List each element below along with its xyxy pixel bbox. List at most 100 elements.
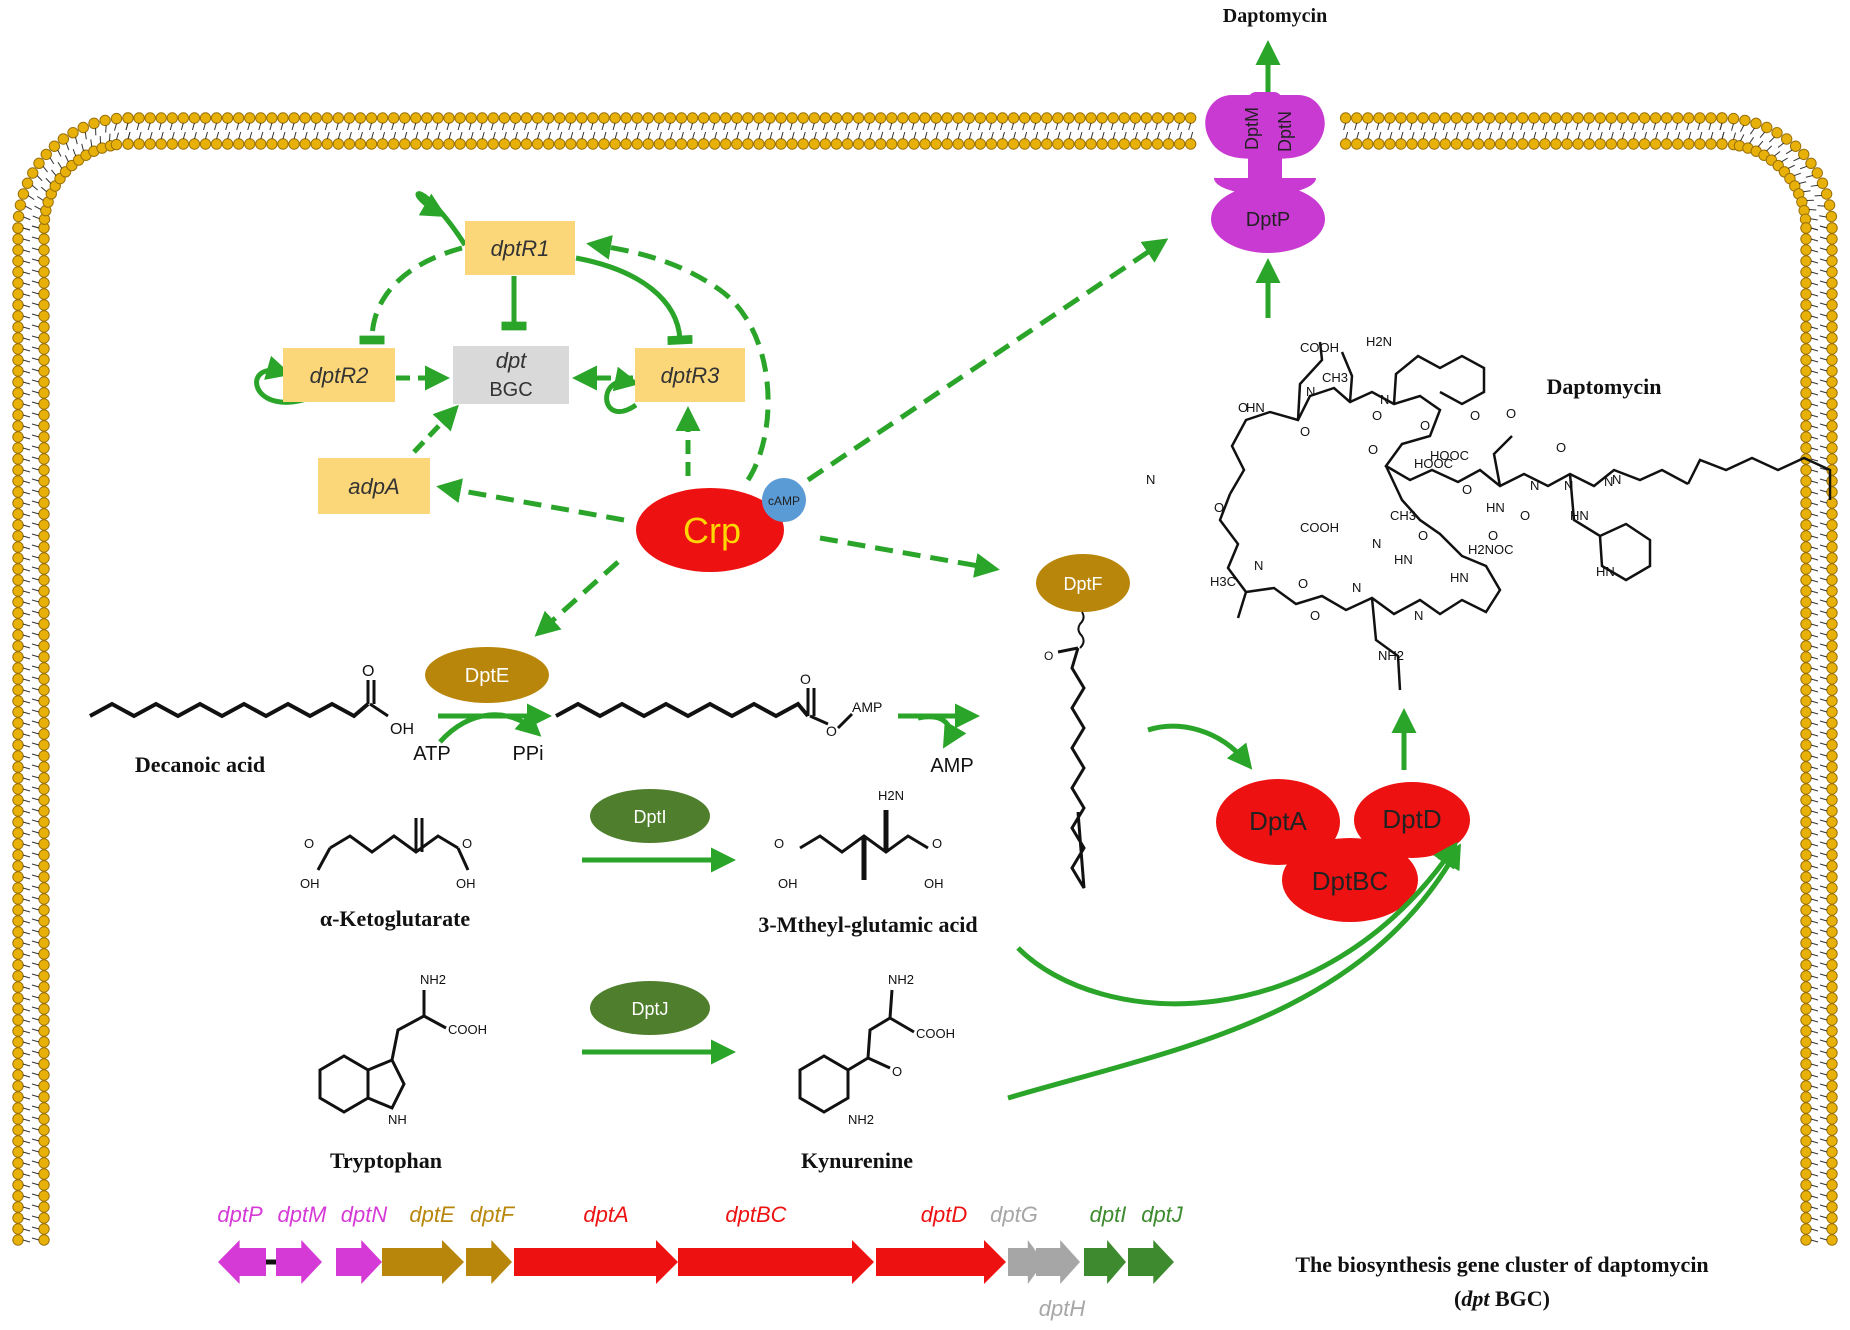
dapto-atom-label: O bbox=[1420, 418, 1430, 433]
dapto-atom-label: H3C bbox=[1210, 574, 1236, 589]
bgc-line2: BGC bbox=[489, 379, 532, 401]
dapto-atom-label: N bbox=[1380, 392, 1389, 407]
gene-arrow-dptE bbox=[382, 1240, 464, 1284]
dptE-label: DptE bbox=[465, 665, 509, 687]
gene-label-dptP: dptP bbox=[217, 1202, 263, 1227]
dptR1-to-dptR3-repress bbox=[575, 255, 693, 346]
dapto-atom-label: O bbox=[1238, 400, 1248, 415]
dapto-atom-label: N bbox=[1530, 478, 1539, 493]
dapto-atom-label: HOOC bbox=[1430, 448, 1469, 463]
trp-nh: NH bbox=[388, 1112, 407, 1127]
mg-o1: O bbox=[774, 836, 784, 851]
dptF-loaded: DptF O bbox=[1036, 554, 1130, 889]
dptBC-label: DptBC bbox=[1312, 866, 1389, 896]
gene-arrow-dptA bbox=[514, 1240, 678, 1284]
transporter-channel bbox=[1248, 92, 1282, 196]
kyn-cooh: COOH bbox=[916, 1026, 955, 1041]
kynurenine-label: Kynurenine bbox=[801, 1148, 913, 1173]
dptR2-box bbox=[283, 348, 395, 402]
dapto-atom-label: O bbox=[1372, 408, 1382, 423]
dptF-acyl-chain bbox=[1070, 647, 1086, 889]
dptR3-label: dptR3 bbox=[661, 363, 720, 388]
mg-o2: O bbox=[932, 836, 942, 851]
dapto-atom-label: O bbox=[1300, 424, 1310, 439]
gene-arrow-dptF bbox=[466, 1240, 512, 1284]
dapto-backbone-bottom bbox=[1218, 465, 1502, 616]
gene-arrow-dptI bbox=[1084, 1240, 1126, 1284]
gene-label-dptD: dptD bbox=[921, 1202, 968, 1227]
dptF-acyl-o: O bbox=[1044, 649, 1053, 663]
dptF-to-nrps-arrow bbox=[1147, 723, 1253, 770]
dapto-backbone-top bbox=[1228, 386, 1689, 495]
dapto-atom-label: O bbox=[1310, 608, 1320, 623]
crp-ellipse bbox=[636, 488, 784, 572]
daptomycin-structure-title: Daptomycin bbox=[1547, 374, 1662, 399]
gene-label-dptN: dptN bbox=[341, 1202, 388, 1227]
akg-o2: O bbox=[462, 836, 472, 851]
dapto-atom-label: O bbox=[1488, 528, 1498, 543]
gene-arrow-dptD bbox=[876, 1240, 1006, 1284]
camp-circle bbox=[762, 478, 806, 522]
dapto-atom-label: HN bbox=[1596, 564, 1615, 579]
dapto-atom-label: COOH bbox=[1300, 340, 1339, 355]
dptA-label: DptA bbox=[1249, 806, 1307, 836]
dpt-bgc-box bbox=[453, 346, 569, 404]
adpA-label: adpA bbox=[348, 474, 399, 499]
dapto-atom-label: O bbox=[1214, 500, 1224, 515]
dapto-atom-label: HN bbox=[1450, 570, 1469, 585]
dapto-atom-label: N bbox=[1372, 536, 1381, 551]
decanoic-label: Decanoic acid bbox=[135, 752, 265, 777]
dapto-atom-label: CH3 bbox=[1322, 370, 1348, 385]
mg-oh1: OH bbox=[778, 876, 798, 891]
dapto-atom-label: CH3 bbox=[1390, 508, 1416, 523]
kynurenine-to-nrps-arrow bbox=[1007, 843, 1461, 1101]
dapto-atom-label: N bbox=[1254, 558, 1263, 573]
dapto-atom-label: N bbox=[1612, 472, 1621, 487]
dptF-ellipse bbox=[1036, 554, 1130, 612]
precursor-reactions: DptI DptJ O O OH OH α-Ketoglutarate H2N … bbox=[300, 788, 978, 1173]
dptR3-box bbox=[635, 348, 745, 402]
cluster-caption-line1: The biosynthesis gene cluster of daptomy… bbox=[1295, 1252, 1708, 1277]
caption-open-paren: ( bbox=[1454, 1286, 1461, 1311]
dapto-atom-label: N bbox=[1146, 472, 1155, 487]
crp-label: Crp bbox=[683, 510, 741, 551]
amp-group-label: AMP bbox=[852, 699, 882, 715]
ketoglutarate-structure bbox=[329, 834, 459, 854]
atp-label: ATP bbox=[413, 743, 450, 765]
dptF-label: DptF bbox=[1063, 574, 1102, 594]
dapto-atom-label: N bbox=[1604, 474, 1613, 489]
gene-label-dptG: dptG bbox=[990, 1202, 1038, 1227]
bgc-line1: dpt bbox=[496, 348, 527, 373]
dapto-atom-label: O bbox=[1506, 406, 1516, 421]
dptI-ellipse bbox=[590, 789, 710, 843]
atp-ppi-arrow bbox=[438, 710, 542, 744]
tryptophan-label: Tryptophan bbox=[330, 1148, 442, 1173]
dptP-ellipse bbox=[1211, 185, 1325, 253]
gene-arrow-dptBC bbox=[678, 1240, 874, 1284]
gene-arrow-dptN bbox=[336, 1240, 382, 1284]
dptP-label: DptP bbox=[1246, 209, 1290, 231]
nrps-feed-arrows bbox=[1007, 258, 1461, 1101]
camp-label: cAMP bbox=[768, 494, 800, 508]
gene-label-dptJ: dptJ bbox=[1141, 1202, 1184, 1227]
amp-label: AMP bbox=[930, 755, 973, 777]
methylglutamic-label: 3-Mtheyl-glutamic acid bbox=[758, 912, 977, 937]
dapto-atom-label: HOOC bbox=[1414, 456, 1453, 471]
tryptophan-structure bbox=[318, 1054, 370, 1114]
akg-oh1: OH bbox=[300, 876, 320, 891]
caption-rest: BGC) bbox=[1489, 1286, 1550, 1311]
kyn-nh2: NH2 bbox=[888, 972, 914, 987]
dptR1-to-dptR2-repress bbox=[359, 245, 463, 345]
gene-arrow-dptM bbox=[276, 1240, 322, 1284]
kyn-nh2-ring: NH2 bbox=[848, 1112, 874, 1127]
gene-label-dptF: dptF bbox=[470, 1202, 516, 1227]
ketoglutarate-label: α-Ketoglutarate bbox=[320, 906, 471, 931]
dptBC-ellipse bbox=[1282, 838, 1418, 922]
mg-oh2: OH bbox=[924, 876, 944, 891]
amp-release-arrow bbox=[917, 714, 967, 749]
adpA-to-bgc-arrow bbox=[412, 404, 459, 454]
dapto-atom-label: N bbox=[1414, 608, 1423, 623]
mg-h2n: H2N bbox=[878, 788, 904, 803]
